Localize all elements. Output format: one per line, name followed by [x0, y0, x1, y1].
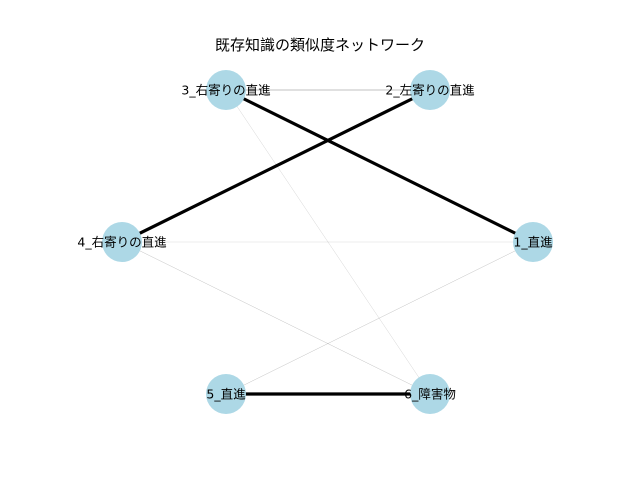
node-4 — [102, 222, 142, 262]
node-6 — [410, 374, 450, 414]
node-label-4: 4_右寄りの直進 — [77, 235, 167, 250]
node-label-5: 5_直進 — [206, 387, 246, 402]
edge-3-6 — [225, 89, 431, 395]
node-label-1: 1_直進 — [513, 235, 553, 250]
edge-4-6 — [121, 241, 431, 395]
figure-title: 既存知識の類似度ネットワーク — [214, 36, 425, 54]
node-1 — [513, 222, 553, 262]
edge-5-1 — [225, 241, 534, 395]
edge-4-2 — [121, 88, 431, 244]
node-5 — [206, 374, 246, 414]
node-label-2: 2_左寄りの直進 — [385, 83, 475, 98]
node-label-6: 6_障害物 — [404, 387, 456, 402]
node-3 — [206, 70, 246, 110]
node-label-3: 3_右寄りの直進 — [181, 83, 271, 98]
node-2 — [410, 70, 450, 110]
edge-3-1 — [225, 88, 534, 244]
